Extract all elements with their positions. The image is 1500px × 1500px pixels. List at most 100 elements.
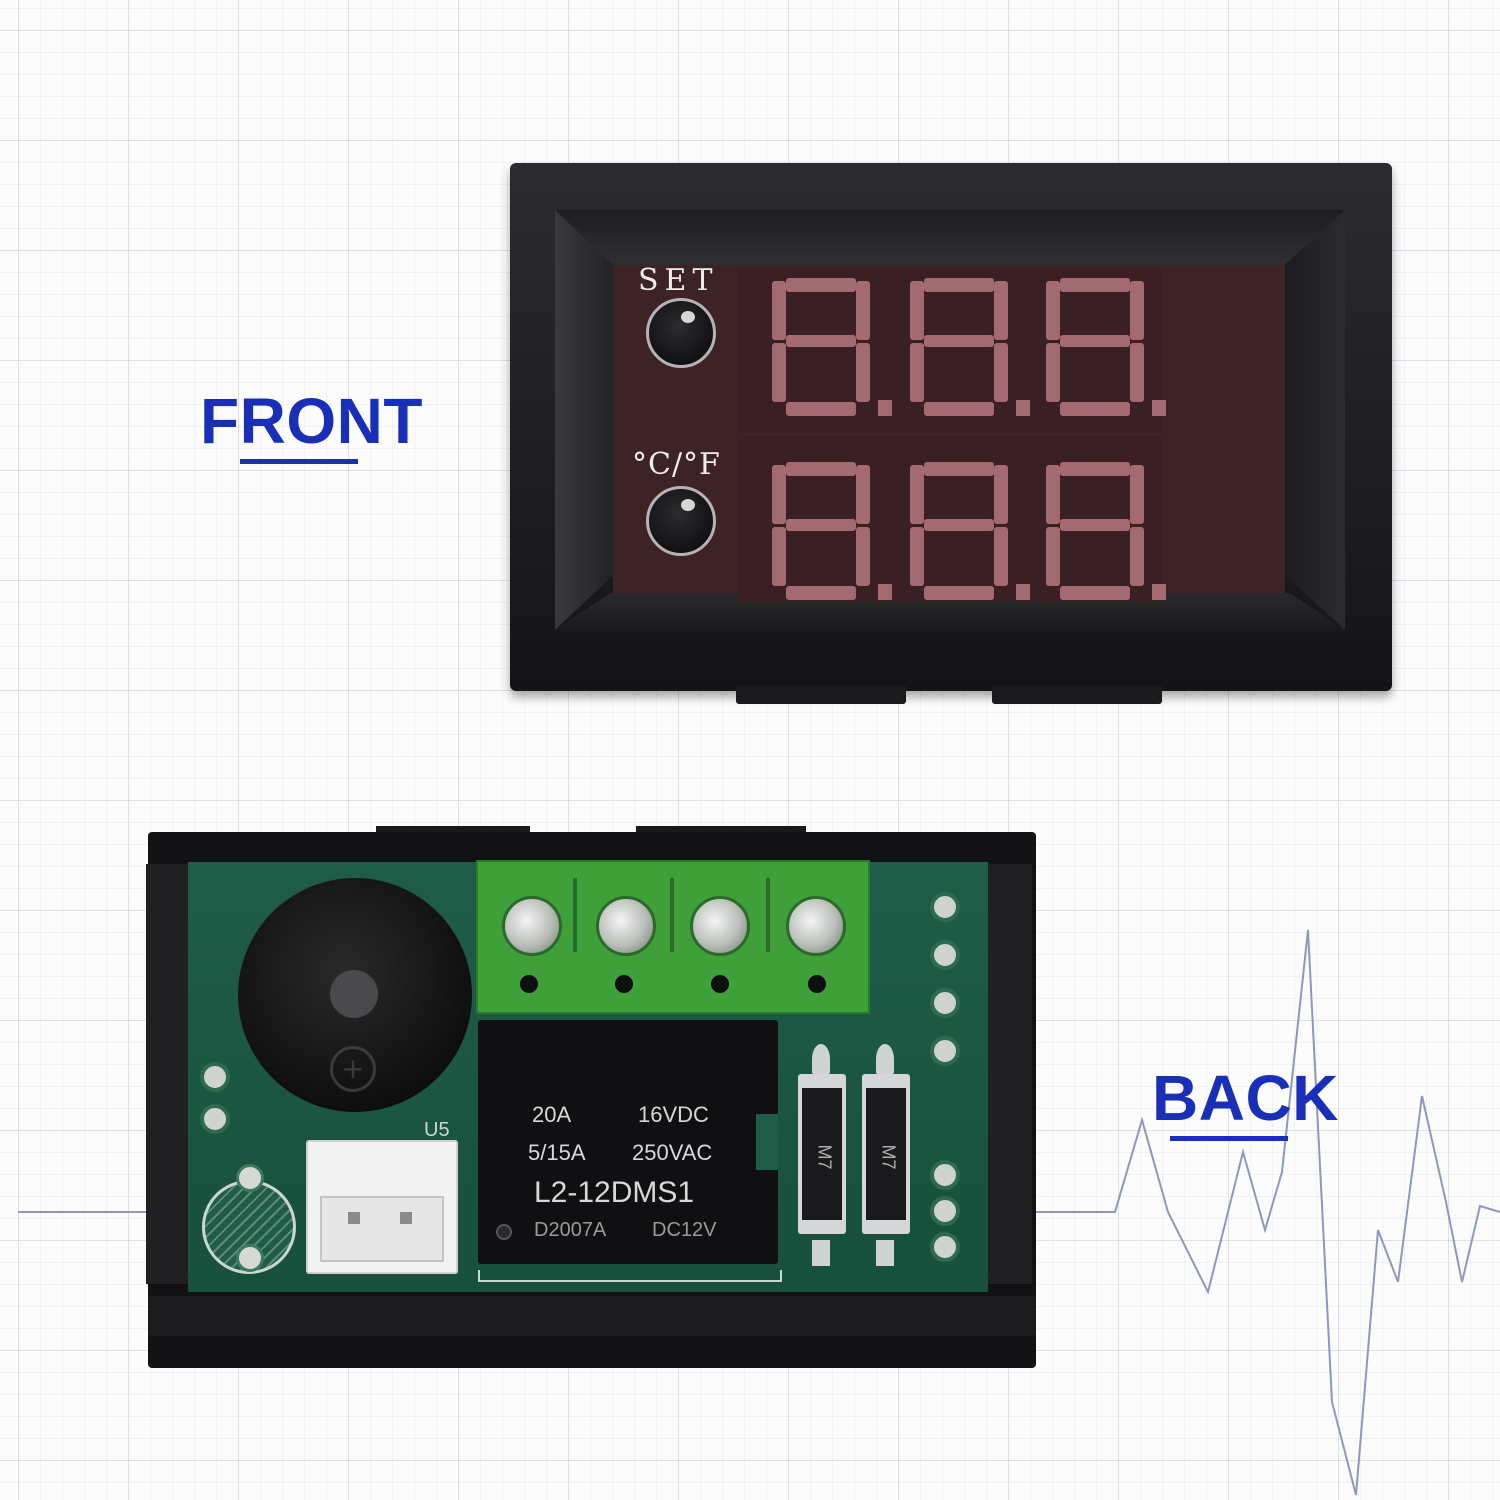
segment-a	[786, 462, 856, 476]
relay-rating-current: 20A	[532, 1102, 572, 1127]
decimal-point	[1152, 400, 1166, 416]
decimal-point	[1152, 584, 1166, 600]
segment-f	[910, 281, 924, 340]
segment-c	[1130, 343, 1144, 402]
segment-b	[856, 465, 870, 524]
decimal-point	[878, 400, 892, 416]
diode-lead	[812, 1240, 830, 1266]
segment-d	[1060, 402, 1130, 416]
solder-pad	[200, 1062, 230, 1092]
segment-a	[1060, 278, 1130, 292]
relay-rating-current-ac: 5/15A	[528, 1140, 586, 1165]
diode-left-marking: M7	[814, 1144, 835, 1170]
diode-left	[798, 1074, 846, 1234]
terminal-screw-2[interactable]	[596, 896, 656, 956]
decimal-point	[878, 584, 892, 600]
mounting-hole	[236, 1244, 264, 1272]
segment-c	[994, 343, 1008, 402]
segment-d	[924, 586, 994, 600]
set-button[interactable]	[646, 298, 716, 368]
diode-right	[862, 1074, 910, 1234]
relay-trace-outline	[478, 1270, 782, 1282]
diode-right-marking: M7	[878, 1144, 899, 1170]
header-pin	[930, 988, 960, 1018]
diode-lead	[876, 1044, 894, 1074]
relay	[478, 1020, 778, 1264]
segment-g	[1060, 519, 1130, 531]
segment-g	[786, 335, 856, 347]
segment-e	[910, 343, 924, 402]
diode-lead	[876, 1240, 894, 1266]
segment-g	[1060, 335, 1130, 347]
header-pin	[930, 892, 960, 922]
bezel-bevel-top	[555, 210, 1345, 265]
relay-coil-voltage: DC12V	[652, 1219, 717, 1241]
terminal-screw-1[interactable]	[502, 896, 562, 956]
relay-notch	[756, 1114, 778, 1170]
segment-e	[1046, 343, 1060, 402]
segment-b	[856, 281, 870, 340]
segment-e	[772, 343, 786, 402]
segment-c	[1130, 527, 1144, 586]
segment-g	[924, 335, 994, 347]
segment-c	[856, 527, 870, 586]
decimal-point	[1016, 584, 1030, 600]
segment-a	[924, 462, 994, 476]
terminal-screw-4[interactable]	[786, 896, 846, 956]
segment-a	[1060, 462, 1130, 476]
terminal-hole-3	[711, 975, 729, 993]
back-label: BACK	[1152, 1062, 1339, 1134]
bezel-bevel-left	[555, 210, 613, 630]
solder-pad	[200, 1104, 230, 1134]
front-label: FRONT	[200, 385, 423, 457]
decimal-point	[1016, 400, 1030, 416]
segment-e	[1046, 527, 1060, 586]
buzzer-silk-label: U5	[424, 1119, 450, 1141]
segment-a	[924, 278, 994, 292]
segment-e	[772, 527, 786, 586]
connector-pin	[400, 1212, 412, 1224]
case-side-right	[988, 864, 1032, 1284]
header-pin	[930, 1196, 960, 1226]
set-label: SET	[638, 263, 719, 298]
diode-lead	[812, 1044, 830, 1074]
header-pin	[930, 940, 960, 970]
segment-c	[856, 343, 870, 402]
connector-pin	[348, 1212, 360, 1224]
segment-f	[772, 465, 786, 524]
segment-e	[910, 527, 924, 586]
segment-g	[924, 519, 994, 531]
relay-rating-ac-voltage: 250VAC	[632, 1140, 713, 1165]
terminal-divider	[766, 878, 770, 952]
segment-d	[786, 402, 856, 416]
front-label-underline	[240, 459, 358, 464]
mounting-hole	[236, 1164, 264, 1192]
connector-slot	[320, 1196, 444, 1262]
terminal-screw-3[interactable]	[690, 896, 750, 956]
buzzer-cross-mark-icon: +	[330, 1046, 376, 1092]
relay-date-code: D2007A	[534, 1219, 607, 1241]
bezel-foot-right	[992, 686, 1162, 704]
unit-toggle-button[interactable]	[646, 486, 716, 556]
header-pin	[930, 1160, 960, 1190]
relay-pin1-dot-icon	[496, 1224, 512, 1240]
segment-f	[772, 281, 786, 340]
segment-g	[786, 519, 856, 531]
segment-a	[786, 278, 856, 292]
bezel-foot-left	[736, 686, 906, 704]
segment-d	[924, 402, 994, 416]
segment-f	[910, 465, 924, 524]
header-pin	[930, 1232, 960, 1262]
back-label-underline	[1170, 1136, 1288, 1141]
case-bottom-rail	[148, 1296, 1036, 1336]
relay-rating-dc-voltage: 16VDC	[638, 1102, 709, 1127]
header-pin	[930, 1036, 960, 1066]
segment-f	[1046, 465, 1060, 524]
unit-label: °C/°F	[632, 447, 721, 482]
segment-b	[1130, 281, 1144, 340]
segment-d	[1060, 586, 1130, 600]
segment-b	[994, 281, 1008, 340]
terminal-divider	[670, 878, 674, 952]
